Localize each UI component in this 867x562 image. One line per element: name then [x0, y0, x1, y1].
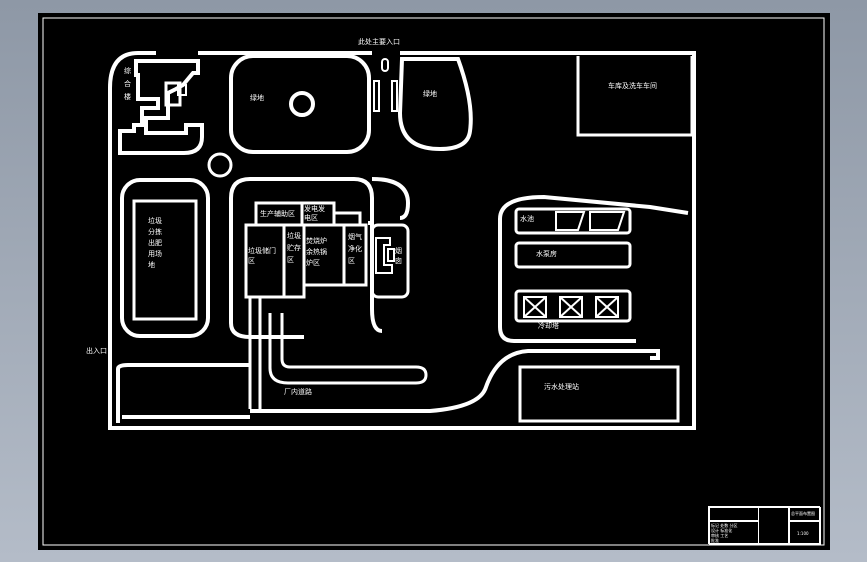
green-area-right	[397, 57, 473, 152]
label-storage: 垃圾贮存区	[287, 231, 301, 264]
internal-road	[116, 297, 660, 423]
main-entrance-gate	[373, 58, 398, 112]
label-water-pool: 水池	[520, 214, 534, 223]
compost-area	[120, 178, 210, 338]
cooling-fans	[523, 296, 619, 318]
label-reception: 垃圾储门区	[248, 246, 276, 265]
drawing-frame	[42, 17, 825, 546]
water-area	[498, 194, 689, 343]
label-chimney: 烟囱	[395, 246, 402, 265]
title-row-1: 标记 处数 分区	[711, 523, 738, 528]
round-tank	[207, 152, 233, 178]
title-block-cell	[789, 507, 821, 521]
title-block: 总平面布置图 1:100 标记 处数 分区 设计 标准化 审核 工艺 批准	[708, 506, 821, 545]
title-row-4: 批准	[711, 538, 719, 543]
garage	[576, 56, 694, 137]
site-plan: 此处主要入口 绿地 绿地 车库及洗车车间 综合楼 垃圾分拣出肥用场地 生产辅助区…	[42, 17, 825, 546]
title-row-3: 审核 工艺	[711, 533, 729, 538]
label-complex: 综合楼	[124, 66, 131, 101]
title-block-cell	[709, 521, 759, 545]
wastewater-plant	[518, 365, 680, 423]
label-cooling-tower: 冷却塔	[538, 321, 559, 330]
title-block-cell	[709, 507, 759, 521]
label-flue-gas: 烟气净化区	[348, 232, 362, 265]
label-compost: 垃圾分拣出肥用场地	[148, 216, 162, 269]
label-garage: 车库及洗车车间	[608, 81, 657, 90]
label-pump-room: 水泵房	[536, 249, 557, 258]
complex-building	[118, 59, 204, 155]
main-plant	[229, 177, 411, 339]
green-area-left	[229, 54, 371, 154]
label-green-right: 绿地	[423, 89, 437, 98]
title-row-2: 设计 标准化	[711, 528, 733, 533]
title-block-cell	[789, 521, 821, 545]
label-road: 厂内道路	[284, 387, 312, 396]
label-main-entrance: 此处主要入口	[358, 37, 400, 46]
label-production: 生产辅助区	[260, 209, 295, 218]
drawing-name: 总平面布置图	[791, 511, 815, 516]
label-exit: 出入口	[86, 346, 107, 355]
drawing-sheet: 此处主要入口 绿地 绿地 车库及洗车车间 综合楼 垃圾分拣出肥用场地 生产辅助区…	[38, 13, 830, 550]
label-incinerator: 焚烧炉余热锅炉区	[306, 236, 327, 267]
label-power: 发电发电区	[304, 204, 325, 222]
label-wastewater: 污水处理站	[544, 382, 579, 391]
label-green-left: 绿地	[250, 93, 264, 102]
scale-text: 1:100	[797, 531, 809, 536]
site-boundary	[108, 51, 696, 430]
